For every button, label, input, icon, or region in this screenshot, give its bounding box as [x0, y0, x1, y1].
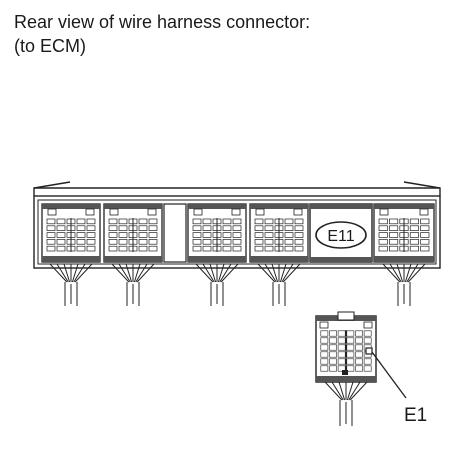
connector-block-3: [187, 203, 247, 263]
connector-e1-label: E1: [404, 405, 427, 426]
e1-callout: E1: [371, 351, 427, 426]
wire-bundle-3: [195, 263, 239, 306]
connector-spacer: [163, 203, 187, 263]
connector-e1: [315, 311, 377, 426]
wire-bundle-5: [382, 263, 426, 306]
diagram-title: Rear view of wire harness connector:: [14, 12, 311, 32]
wire-bundle-4: [257, 263, 301, 306]
connector-block-1: [41, 203, 101, 263]
wire-bundles: [49, 263, 426, 306]
connector-blocks: [41, 203, 435, 263]
diagram-subtitle: (to ECM): [14, 36, 86, 56]
connector-block-6: [373, 203, 435, 263]
connector-e11-block: E11: [309, 203, 373, 263]
ecm-connector-housing: [33, 181, 441, 269]
wire-bundle-1: [49, 263, 93, 306]
connector-e11-label: E11: [327, 228, 354, 245]
wire-bundle-2: [111, 263, 155, 306]
connector-block-4: [249, 203, 309, 263]
connector-block-2: [103, 203, 163, 263]
